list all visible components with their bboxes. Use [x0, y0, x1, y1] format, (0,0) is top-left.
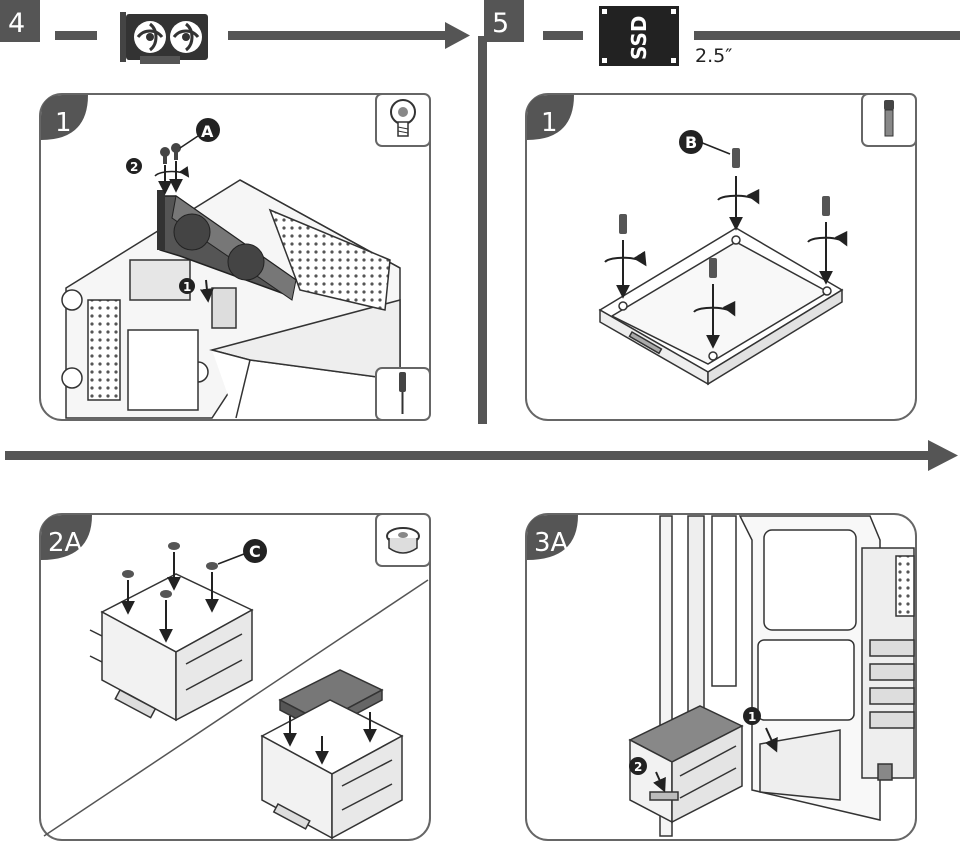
callout-b-label: B [685, 133, 697, 152]
step-number-badge [0, 0, 40, 42]
ssd-size-label: 2.5″ [695, 45, 732, 67]
panel-hdd-cage: 2A C [39, 513, 431, 841]
panel-label-tab [41, 515, 92, 560]
step-number-badge [484, 0, 524, 42]
hdd-cage [89, 573, 254, 722]
header-dash [543, 31, 583, 40]
ssd-screw-icon [861, 93, 917, 147]
panel-label-tab [41, 95, 88, 140]
order-2-badge [629, 757, 647, 775]
gpu-icon [120, 12, 208, 64]
panel-label: 3A [534, 528, 569, 558]
step-number: 4 [8, 8, 25, 39]
header-dash [55, 31, 97, 40]
panel-label-tab [527, 515, 578, 560]
panel-ssd-mount: 1 B [525, 93, 917, 421]
order-1-label: 1 [183, 280, 191, 294]
rubber-grommet-icon [375, 513, 431, 567]
flow-arrow [5, 440, 958, 471]
callout-a-label: A [201, 122, 214, 141]
order-1-label: 1 [748, 710, 756, 724]
header-line [694, 31, 960, 40]
graphics-card [157, 190, 297, 301]
panel-label: 1 [55, 108, 72, 138]
insert-arrows [653, 727, 778, 793]
ssd-badge-text: SSD [627, 15, 651, 60]
panel-diagonal-divider [43, 579, 429, 837]
order-1-badge [743, 707, 761, 725]
header-arrow-head [445, 22, 470, 49]
hdd-cage-grommets [122, 542, 218, 598]
step-5-header: 5 SSD 2.5″ [484, 0, 960, 67]
hdd-cage-inserting [628, 705, 744, 824]
ssd-screw-arrows [604, 141, 848, 349]
ssd-icon: SSD [599, 6, 679, 66]
step-number: 5 [492, 8, 509, 39]
callout-c-label: C [249, 542, 261, 561]
ssd-screws [619, 148, 830, 278]
hdd-cage-with-drive [260, 669, 404, 840]
step-4-header: 4 [0, 0, 470, 64]
ssd-drive [598, 227, 844, 386]
order-2-badge [126, 158, 142, 174]
panel-label-tab [527, 95, 574, 140]
callout-a [196, 118, 220, 142]
panel-cage-insert: 3A 1 [525, 513, 917, 841]
screwdriver-icon [375, 367, 431, 421]
callout-c [243, 539, 267, 563]
panel-label: 2A [48, 528, 83, 558]
pc-case [61, 179, 401, 419]
order-2-label: 2 [130, 160, 138, 174]
vertical-divider [478, 36, 487, 424]
grommet-arrows [121, 552, 245, 643]
order-1-badge [179, 278, 195, 294]
callout-b [679, 130, 703, 154]
panel-gpu-install: 1 [39, 93, 431, 421]
order-2-label: 2 [634, 760, 642, 774]
thumbscrew-icon [375, 93, 431, 147]
panel-label: 1 [541, 108, 558, 138]
gpu-screws [154, 135, 199, 195]
pc-case-interior [659, 515, 915, 837]
header-arrow-shaft [228, 31, 450, 40]
drive-arrows [283, 712, 377, 765]
